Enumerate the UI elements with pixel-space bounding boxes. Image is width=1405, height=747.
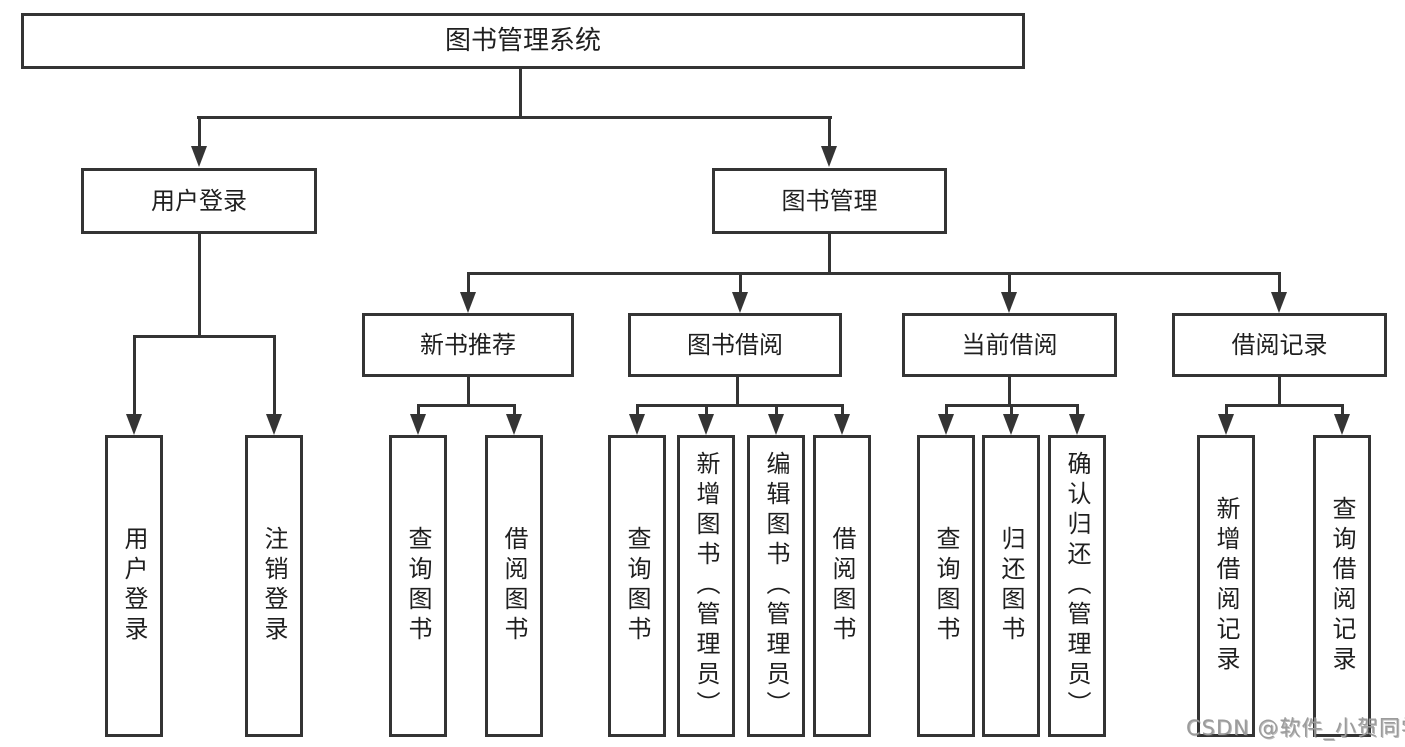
arrow-down-icon [821, 146, 837, 167]
connector-drop [705, 404, 708, 416]
leaf-cb-query-book: 查询图书 [917, 435, 975, 737]
arrow-down-icon [460, 292, 476, 313]
arrow-down-icon [506, 414, 522, 435]
leaf-br-add-record: 新增借阅记录 [1197, 435, 1255, 737]
watermark: CSDN @软件_小贺同学 [1186, 716, 1405, 740]
arrow-down-icon [1334, 414, 1350, 435]
connector-root-stem [519, 69, 522, 116]
leaf-cb-confirm-return-admin-label: 确认归还（管理员） [1063, 451, 1091, 721]
leaf-user-login-label: 用户登录 [120, 526, 148, 646]
connector-drop [1225, 404, 1228, 416]
connector-book-mgmt-branch [467, 272, 1281, 275]
arrow-down-icon [698, 414, 714, 435]
connector-drop-new-book [467, 272, 470, 293]
connector-drop-leaf-logout [273, 335, 276, 415]
arrow-down-icon [629, 414, 645, 435]
leaf-rec-query-book: 查询图书 [389, 435, 447, 737]
node-book-management: 图书管理 [712, 168, 947, 234]
leaf-rec-query-book-label: 查询图书 [404, 526, 432, 646]
leaf-rec-borrow-book: 借阅图书 [485, 435, 543, 737]
connector-user-login-stem [198, 234, 201, 338]
leaf-cb-return-book: 归还图书 [982, 435, 1040, 737]
arrow-down-icon [834, 414, 850, 435]
connector-br-branch [1225, 404, 1344, 407]
leaf-rec-borrow-book-label: 借阅图书 [500, 526, 528, 646]
connector-rec-branch [417, 404, 516, 407]
leaf-bb-query-book: 查询图书 [608, 435, 666, 737]
connector-drop [1010, 404, 1013, 416]
connector-rec-stem [467, 377, 470, 406]
connector-user-login-branch [133, 335, 276, 338]
connector-br-stem [1278, 377, 1281, 407]
leaf-bb-borrow-book-label: 借阅图书 [828, 526, 856, 646]
connector-drop [775, 404, 778, 416]
arrow-down-icon [1003, 414, 1019, 435]
leaf-logout-label: 注销登录 [260, 526, 288, 646]
arrow-down-icon [1069, 414, 1085, 435]
arrow-down-icon [768, 414, 784, 435]
arrow-down-icon [1218, 414, 1234, 435]
arrow-down-icon [1001, 292, 1017, 313]
arrow-down-icon [732, 292, 748, 313]
connector-drop-user-login [198, 116, 201, 146]
connector-drop [1076, 404, 1079, 416]
connector-drop [945, 404, 948, 416]
connector-drop [636, 404, 639, 416]
leaf-cb-confirm-return-admin: 确认归还（管理员） [1048, 435, 1106, 737]
leaf-br-query-record-label: 查询借阅记录 [1328, 496, 1356, 676]
leaf-bb-add-book-admin: 新增图书（管理员） [677, 435, 735, 737]
connector-drop [417, 404, 420, 416]
connector-drop-book-mgmt [828, 116, 831, 146]
connector-cb-stem [1008, 377, 1011, 407]
node-user-login: 用户登录 [81, 168, 317, 234]
leaf-bb-add-book-admin-label: 新增图书（管理员） [692, 451, 720, 721]
node-current-borrow: 当前借阅 [902, 313, 1117, 377]
arrow-down-icon [938, 414, 954, 435]
leaf-logout: 注销登录 [245, 435, 303, 737]
connector-drop-book-borrow [739, 272, 742, 293]
node-library-management-system: 图书管理系统 [21, 13, 1025, 69]
arrow-down-icon [1271, 292, 1287, 313]
connector-book-mgmt-stem [828, 234, 831, 275]
leaf-user-login: 用户登录 [105, 435, 163, 737]
connector-root-branch [197, 116, 832, 119]
connector-drop [1341, 404, 1344, 416]
leaf-bb-edit-book-admin-label: 编辑图书（管理员） [762, 451, 790, 721]
arrow-down-icon [410, 414, 426, 435]
connector-drop-current-borrow [1008, 272, 1011, 293]
connector-drop-leaf-user-login [133, 335, 136, 415]
leaf-br-query-record: 查询借阅记录 [1313, 435, 1371, 737]
connector-drop [841, 404, 844, 416]
connector-drop [513, 404, 516, 416]
leaf-br-add-record-label: 新增借阅记录 [1212, 496, 1240, 676]
node-borrow-records: 借阅记录 [1172, 313, 1387, 377]
connector-drop-borrow-records [1278, 272, 1281, 293]
leaf-cb-return-book-label: 归还图书 [997, 526, 1025, 646]
node-new-book-recommend: 新书推荐 [362, 313, 574, 377]
leaf-bb-borrow-book: 借阅图书 [813, 435, 871, 737]
node-book-borrow: 图书借阅 [628, 313, 842, 377]
arrow-down-icon [126, 414, 142, 435]
connector-bb-stem [736, 377, 739, 407]
leaf-bb-query-book-label: 查询图书 [623, 526, 651, 646]
leaf-bb-edit-book-admin: 编辑图书（管理员） [747, 435, 805, 737]
leaf-cb-query-book-label: 查询图书 [932, 526, 960, 646]
arrow-down-icon [266, 414, 282, 435]
connector-bb-branch [636, 404, 844, 407]
arrow-down-icon [191, 146, 207, 167]
